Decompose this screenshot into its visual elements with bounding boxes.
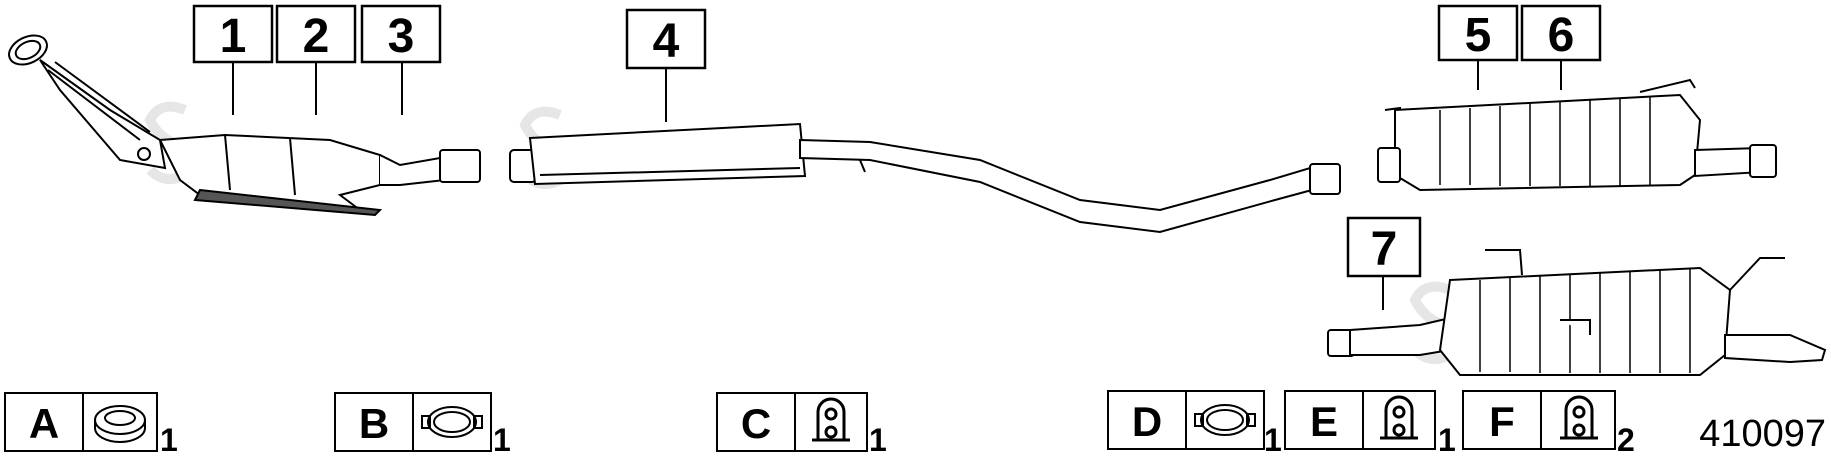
rubber-hanger-icon [812,397,850,442]
svg-text:1: 1 [220,10,247,63]
callout-4: 4 [625,8,707,70]
svg-text:1: 1 [160,422,178,456]
callout-5: 5 [1437,4,1519,62]
svg-text:7: 7 [1371,223,1398,276]
callout-2: 2 [275,4,357,64]
svg-text:2: 2 [1617,422,1635,456]
callout-6: 6 [1520,4,1602,62]
legend-item-c: C 1 [716,392,887,456]
legend-item-b: B 1 [334,392,511,456]
legend-item-e: E 1 [1284,390,1456,456]
svg-text:B: B [359,400,389,447]
pipe-clamp-icon [421,406,483,438]
svg-text:E: E [1310,398,1338,445]
callout-3: 3 [360,4,442,64]
svg-text:4: 4 [653,15,680,68]
rear-silencer-alternative [1327,249,1827,376]
svg-text:1: 1 [1264,422,1282,456]
callout-1: 1 [192,4,274,64]
svg-text:1: 1 [1438,422,1456,456]
callout-7: 7 [1346,216,1422,278]
rubber-hanger-icon [1560,395,1598,440]
svg-text:F: F [1489,398,1515,445]
svg-text:2: 2 [303,10,330,63]
legend-item-d: D 1 [1107,390,1282,456]
svg-text:D: D [1132,398,1162,445]
diagram-code: 410097 [1699,413,1826,455]
gasket-ring-icon [94,405,146,443]
svg-text:A: A [29,400,59,447]
rear-silencer [1377,78,1777,192]
svg-text:3: 3 [388,10,415,63]
svg-text:6: 6 [1548,9,1575,62]
svg-text:1: 1 [869,422,887,456]
legend-item-f: F 2 [1462,390,1635,456]
front-pipe-catalytic-converter [8,34,481,217]
svg-text:5: 5 [1465,9,1492,62]
svg-text:C: C [741,400,771,447]
rubber-hanger-icon [1380,395,1418,440]
legend-item-a: A 1 [4,392,178,456]
centre-silencer [509,122,1341,234]
pipe-clamp-icon [1194,404,1256,436]
callout-leaders [232,60,1562,310]
svg-text:1: 1 [493,422,511,456]
